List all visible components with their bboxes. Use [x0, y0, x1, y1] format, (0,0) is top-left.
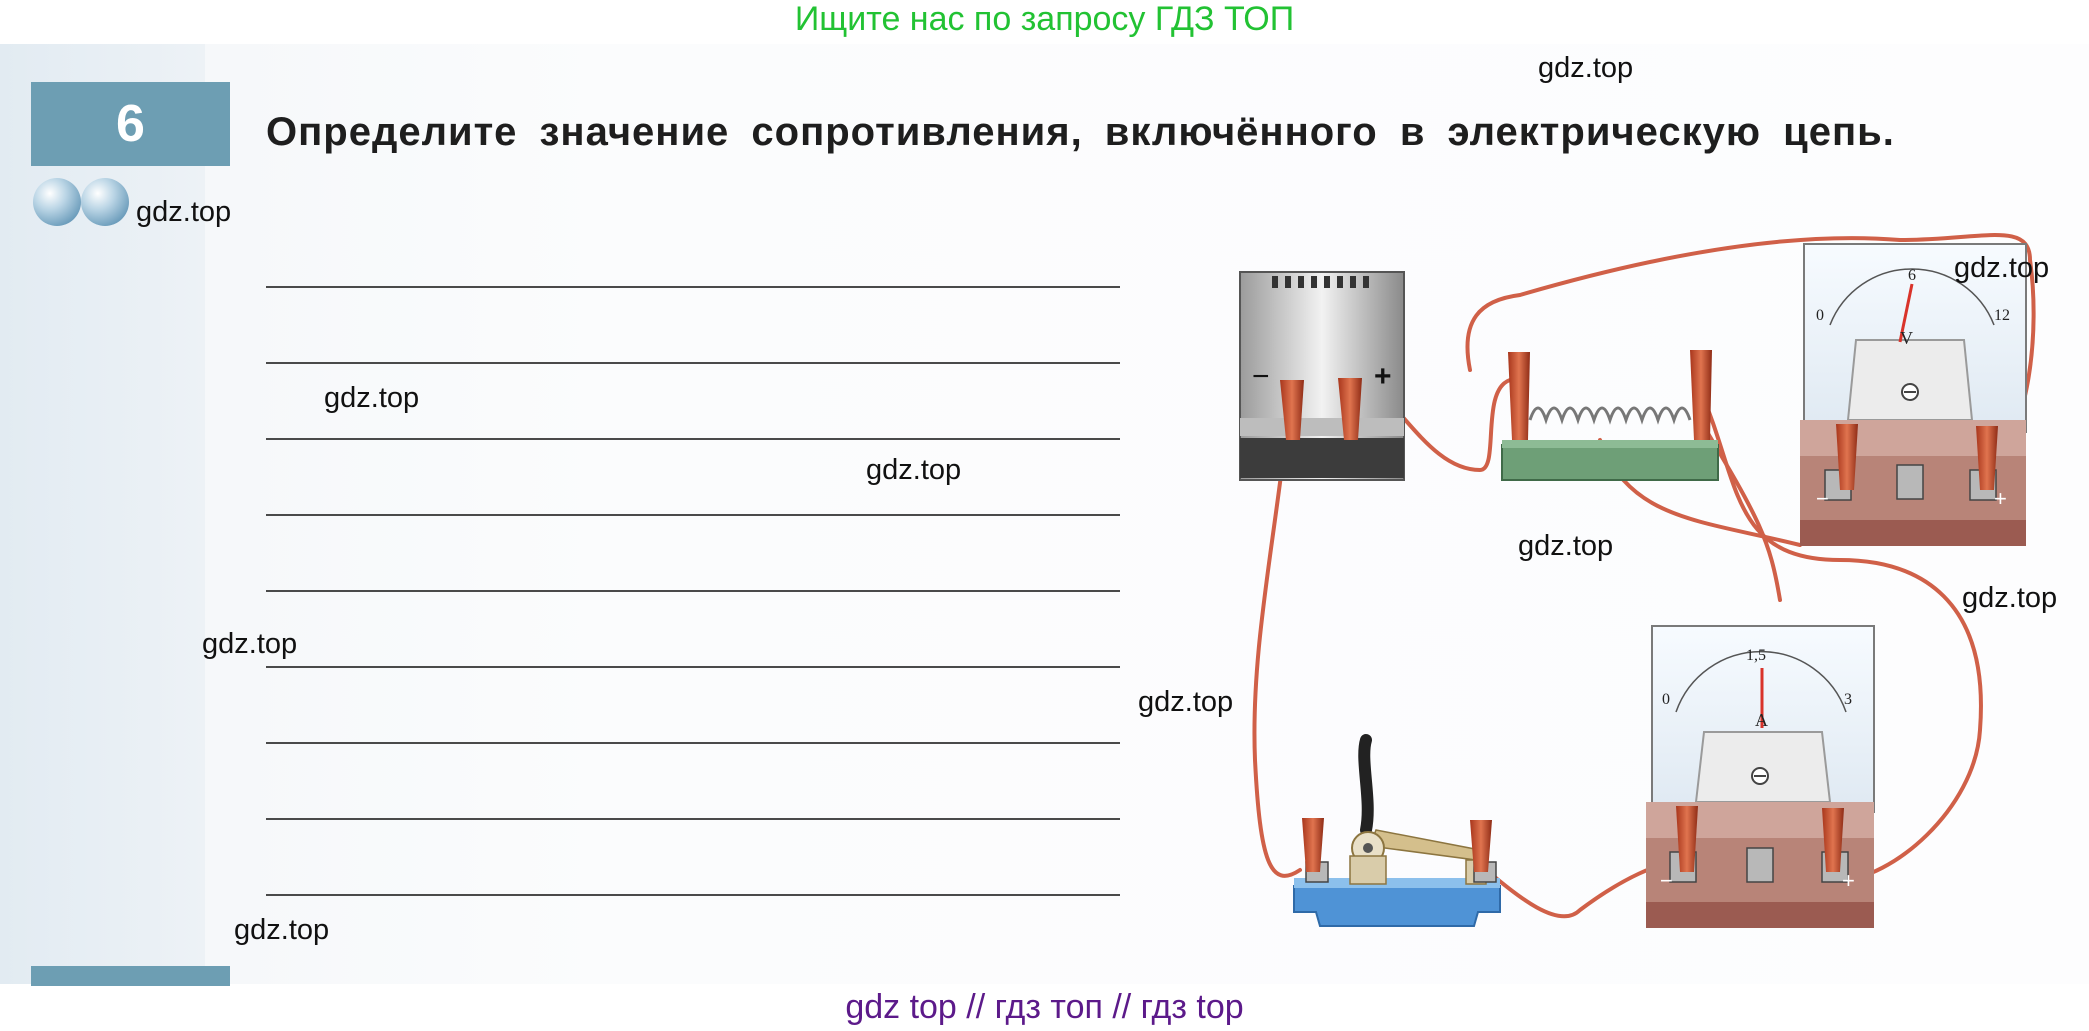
crocodile-clip-icon: [1836, 424, 1858, 490]
watermark: gdz.top: [1962, 582, 2058, 614]
answer-line[interactable]: [266, 514, 1120, 516]
voltmeter-scale-0: 0: [1816, 307, 1824, 324]
resistor: [1501, 350, 1719, 481]
crocodile-clip-icon: [1976, 426, 1998, 490]
crocodile-clip-icon: [1822, 808, 1844, 872]
crocodile-clip-icon: [1690, 350, 1712, 440]
crocodile-clip-icon: [1676, 806, 1698, 872]
answer-line[interactable]: [266, 818, 1120, 820]
answer-line[interactable]: [266, 286, 1120, 288]
switch-handle-icon: [1358, 734, 1374, 836]
watermark: gdz.top: [324, 382, 420, 414]
watermark: gdz.top: [234, 914, 330, 946]
answer-line[interactable]: [266, 362, 1120, 364]
ammeter-scale-0: 0: [1662, 691, 1670, 708]
knife-switch: [1293, 734, 1501, 927]
crocodile-clip-icon: [1470, 820, 1492, 872]
ammeter: A 0 1,5 3 − +: [1646, 625, 1875, 928]
watermark: gdz.top: [202, 628, 298, 660]
footer-links[interactable]: gdz top // гдз топ // гдз top: [845, 988, 1244, 1026]
task-number: 6: [116, 95, 145, 153]
crocodile-clip-icon: [1338, 378, 1362, 440]
next-task-badge-edge: [31, 966, 230, 986]
answer-line[interactable]: [266, 438, 1120, 440]
source-minus-label: −: [1252, 360, 1270, 393]
connecting-wires: [1252, 233, 2036, 919]
task-number-badge: 6: [31, 82, 230, 166]
voltmeter: V 0 6 12 − +: [1800, 243, 2027, 546]
voltmeter-plus-label: +: [1994, 486, 2007, 511]
crocodile-clip-icon: [1302, 818, 1324, 872]
voltmeter-needle: [1898, 283, 1914, 343]
crocodile-clip-icon: [1508, 352, 1530, 440]
watermark: gdz.top: [1518, 530, 1614, 562]
voltmeter-minus-label: −: [1816, 486, 1829, 511]
difficulty-dot-icon: [81, 178, 129, 226]
voltmeter-scale-6: 6: [1908, 267, 1916, 284]
ammeter-unit: A: [1755, 710, 1768, 730]
answer-line[interactable]: [266, 742, 1120, 744]
answer-line[interactable]: [266, 666, 1120, 668]
circuit-illustration: − + V 0 6 12 − +: [1239, 233, 2036, 928]
crocodile-clip-icon: [1280, 380, 1304, 440]
watermark: gdz.top: [866, 454, 962, 486]
watermark: gdz.top: [1538, 52, 1634, 84]
difficulty-indicator: [33, 178, 133, 228]
task-title: Определите значение сопротивления, включ…: [266, 110, 1895, 154]
ammeter-plus-label: +: [1842, 868, 1855, 893]
watermark: gdz.top: [1954, 252, 2050, 284]
ammeter-scale-3: 3: [1844, 691, 1852, 708]
voltmeter-unit: V: [1900, 328, 1913, 348]
answer-line[interactable]: [266, 590, 1120, 592]
difficulty-dot-icon: [33, 178, 81, 226]
ammeter-minus-label: −: [1660, 868, 1673, 893]
source-plus-label: +: [1374, 360, 1392, 393]
voltmeter-scale-12: 12: [1994, 307, 2010, 324]
resistor-spiral-icon: [1528, 406, 1692, 425]
ammeter-scale-1-5: 1,5: [1746, 647, 1766, 664]
search-banner[interactable]: Ищите нас по запросу ГДЗ ТОП: [794, 0, 1295, 38]
watermark: gdz.top: [136, 196, 232, 228]
answer-line[interactable]: [266, 894, 1120, 896]
power-source: − +: [1239, 271, 1405, 481]
watermark: gdz.top: [1138, 686, 1234, 718]
